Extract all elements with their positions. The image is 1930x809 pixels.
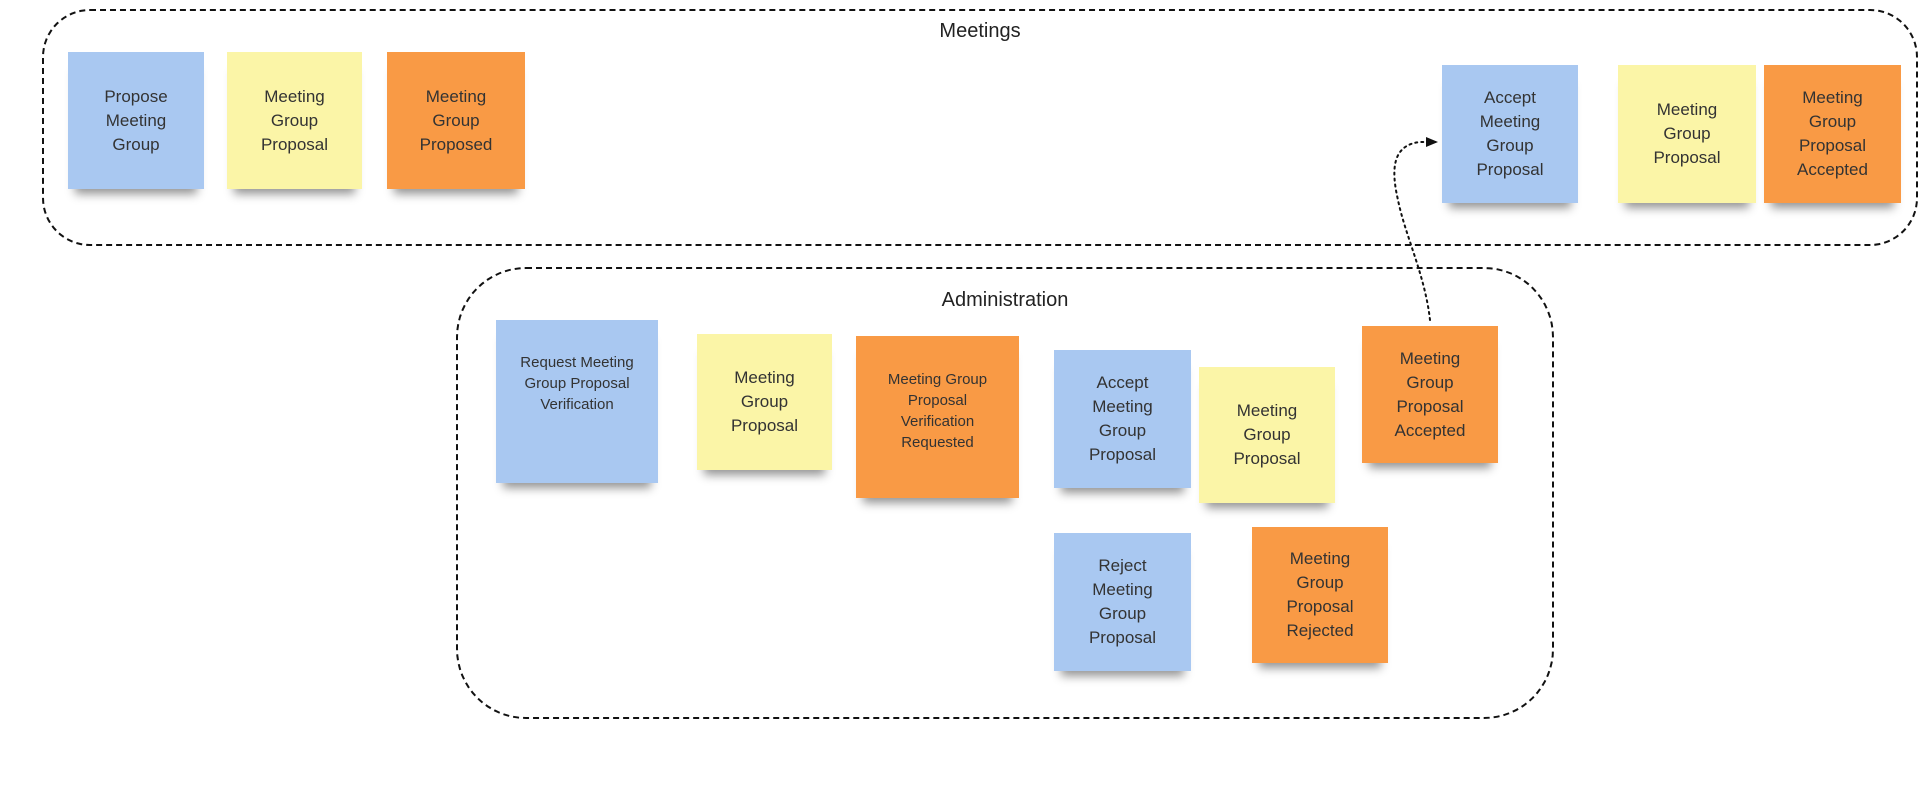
sticky-label: Meeting Group Proposal Verification Requ… — [887, 371, 988, 451]
sticky-reject-meeting-group-proposal[interactable]: Reject Meeting Group Proposal — [1054, 533, 1191, 671]
sticky-meeting-group-proposal-accepted[interactable]: Meeting Group Proposal Accepted — [1764, 65, 1901, 203]
administration-context-boundary — [456, 267, 1554, 719]
sticky-label: Accept Meeting Group Proposal — [1088, 373, 1157, 464]
meetings-context-boundary — [42, 9, 1918, 246]
sticky-label: Reject Meeting Group Proposal — [1088, 556, 1157, 647]
sticky-meeting-group-proposal[interactable]: Meeting Group Proposal — [697, 334, 832, 470]
administration-context-title: Administration — [941, 289, 1069, 311]
sticky-request-meeting-group-proposal-verification[interactable]: Request Meeting Group Proposal Verificat… — [496, 320, 658, 483]
sticky-meeting-group-proposed[interactable]: Meeting Group Proposed — [387, 52, 525, 189]
sticky-label: Meeting Group Proposal Rejected — [1286, 549, 1354, 640]
sticky-label: Meeting Group Proposal — [260, 86, 329, 154]
sticky-accept-meeting-group-proposal[interactable]: Accept Meeting Group Proposal — [1054, 350, 1191, 488]
sticky-label: Propose Meeting Group — [104, 86, 168, 154]
sticky-meeting-group-proposal[interactable]: Meeting Group Proposal — [227, 52, 362, 189]
sticky-label: Meeting Group Proposed — [419, 86, 493, 154]
sticky-label: Accept Meeting Group Proposal — [1476, 88, 1544, 179]
sticky-accept-meeting-group-proposal[interactable]: Accept Meeting Group Proposal — [1442, 65, 1578, 203]
sticky-meeting-group-proposal[interactable]: Meeting Group Proposal — [1199, 367, 1335, 503]
sticky-label: Meeting Group Proposal Accepted — [1797, 88, 1868, 179]
sticky-meeting-group-proposal[interactable]: Meeting Group Proposal — [1618, 65, 1756, 203]
sticky-label: Meeting Group Proposal — [730, 368, 799, 435]
sticky-meeting-group-proposal-rejected[interactable]: Meeting Group Proposal Rejected — [1252, 527, 1388, 663]
sticky-label: Meeting Group Proposal — [1653, 100, 1721, 167]
sticky-label: Request Meeting Group Proposal Verificat… — [520, 354, 634, 413]
sticky-propose-meeting-group[interactable]: Propose Meeting Group — [68, 52, 204, 189]
sticky-meeting-group-proposal-verification-requested[interactable]: Meeting Group Proposal Verification Requ… — [856, 336, 1019, 498]
sticky-meeting-group-proposal-accepted[interactable]: Meeting Group Proposal Accepted — [1362, 326, 1498, 463]
sticky-label: Meeting Group Proposal — [1233, 401, 1301, 468]
meetings-context-title: Meetings — [939, 20, 1021, 42]
sticky-label: Meeting Group Proposal Accepted — [1394, 348, 1466, 440]
